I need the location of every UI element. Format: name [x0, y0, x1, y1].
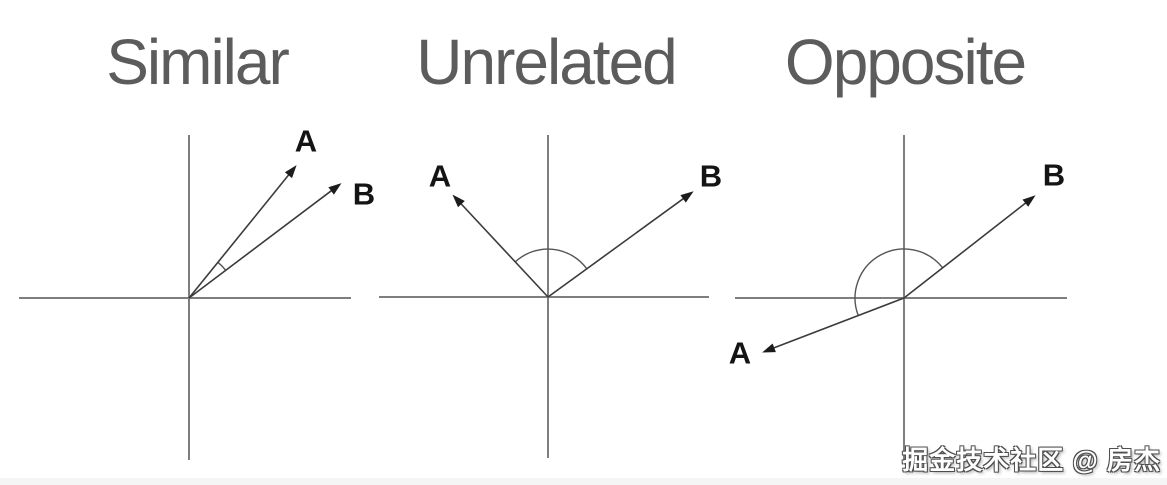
vector-b-similar: [188, 186, 338, 299]
vector-b-unrelated: [547, 194, 690, 298]
arrowhead-a-unrelated: [452, 194, 465, 208]
arrowhead-b-similar: [328, 183, 342, 195]
angle-arc-similar: [217, 261, 227, 271]
vector-label-a-unrelated: A: [429, 159, 451, 194]
bottom-edge-strip: [0, 478, 1167, 485]
vector-label-a-similar: A: [295, 124, 317, 159]
arrowhead-a-opposite: [762, 343, 776, 353]
vector-a-similar: [188, 169, 294, 299]
angle-arc-opposite: [854, 248, 944, 316]
arrowhead-a-similar: [284, 165, 297, 179]
vector-label-b-unrelated: B: [700, 159, 722, 194]
angle-arc-unrelated: [514, 248, 588, 270]
vector-label-a-opposite: A: [729, 336, 751, 371]
panel-title-opposite: Opposite: [784, 26, 1027, 98]
panel-title-similar: Similar: [106, 26, 290, 98]
vector-a-unrelated: [456, 198, 549, 298]
arrowhead-b-opposite: [1022, 195, 1036, 207]
vector-label-b-opposite: B: [1043, 158, 1065, 193]
vector-b-opposite: [903, 198, 1032, 299]
watermark-text: 掘金技术社区 @ 房杰: [902, 445, 1161, 475]
vector-label-b-similar: B: [353, 177, 375, 212]
arrowhead-b-unrelated: [680, 191, 694, 203]
panel-title-unrelated: Unrelated: [416, 26, 677, 98]
vector-a-opposite: [767, 297, 905, 352]
